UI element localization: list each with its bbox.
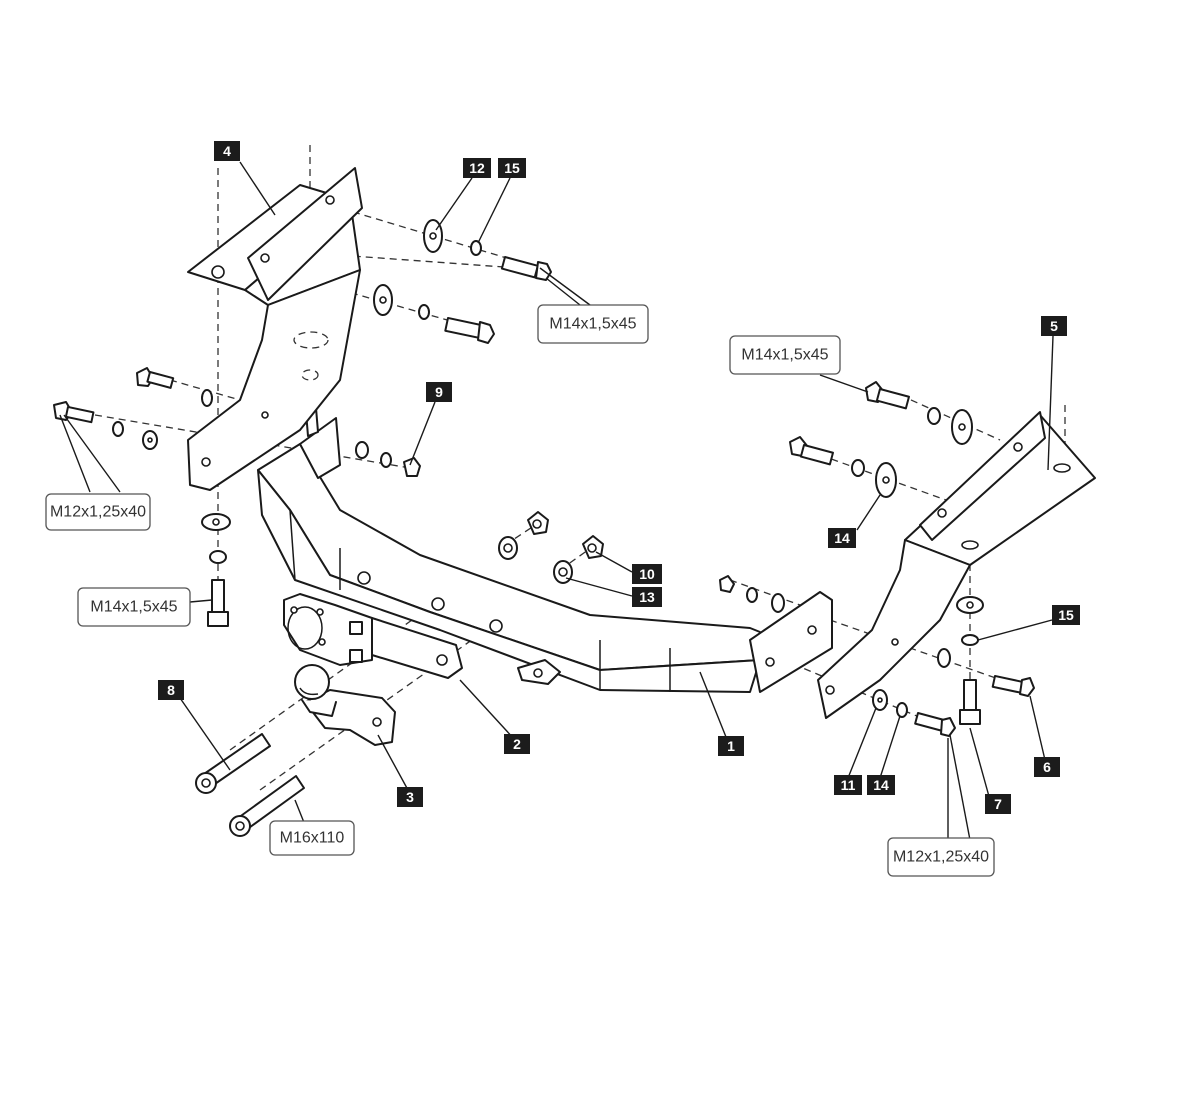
label-part-1: 1 — [718, 736, 744, 756]
svg-text:8: 8 — [167, 682, 175, 698]
bolt-m16-1 — [195, 733, 271, 794]
part-number-labels: 4 12 15 9 5 14 10 13 — [158, 141, 1080, 814]
label-part-11: 11 — [834, 775, 862, 795]
bolt-left-1 — [136, 367, 175, 389]
label-part-6: 6 — [1034, 757, 1060, 777]
label-part-15-right: 15 — [1052, 605, 1080, 625]
label-part-4: 4 — [214, 141, 240, 161]
bolt-spec-labels: M14x1,5x45 M14x1,5x45 M12x1,25x40 M14x1,… — [45, 304, 995, 877]
svg-text:3: 3 — [406, 789, 414, 805]
left-bracket — [187, 167, 363, 491]
svg-text:7: 7 — [994, 796, 1002, 812]
bolt-right-second — [789, 436, 834, 466]
crossbar — [257, 407, 833, 693]
label-part-14-right-upper: 14 — [828, 528, 856, 548]
bolt-m12-right — [914, 712, 956, 737]
socket-plate — [283, 593, 463, 679]
bolt-m14-second — [444, 316, 495, 344]
leader-lines — [59, 161, 1054, 841]
bolt-right-6 — [991, 675, 1035, 697]
svg-text:M14x1,5x45: M14x1,5x45 — [549, 316, 636, 333]
svg-text:15: 15 — [504, 160, 520, 176]
label-part-15-top: 15 — [498, 158, 526, 178]
svg-text:10: 10 — [639, 566, 655, 582]
hardware — [53, 219, 1035, 837]
label-part-9: 9 — [426, 382, 452, 402]
bolt-m14-vertical-left — [207, 579, 229, 627]
svg-text:1: 1 — [727, 738, 735, 754]
svg-text:M14x1,5x45: M14x1,5x45 — [90, 599, 177, 616]
svg-text:M12x1,25x40: M12x1,25x40 — [50, 504, 146, 521]
washer-15 — [470, 240, 482, 256]
svg-text:M16x110: M16x110 — [280, 830, 345, 847]
tow-ball — [294, 664, 396, 746]
label-part-8: 8 — [158, 680, 184, 700]
svg-text:13: 13 — [639, 589, 655, 605]
svg-text:15: 15 — [1058, 607, 1074, 623]
label-part-3: 3 — [397, 787, 423, 807]
svg-text:9: 9 — [435, 384, 443, 400]
bolt-m14-upper-right — [865, 381, 910, 410]
bolt-m12-left — [53, 401, 95, 424]
spec-m14-top-left: M14x1,5x45 — [537, 304, 649, 344]
label-part-12: 12 — [463, 158, 491, 178]
label-part-14-bottom: 14 — [867, 775, 895, 795]
spec-m12-right: M12x1,25x40 — [887, 837, 995, 877]
svg-text:11: 11 — [841, 777, 856, 793]
svg-text:M14x1,5x45: M14x1,5x45 — [741, 347, 828, 364]
svg-text:4: 4 — [223, 143, 231, 159]
label-part-7: 7 — [985, 794, 1011, 814]
spec-m14-top-right: M14x1,5x45 — [729, 335, 841, 375]
svg-text:2: 2 — [513, 736, 521, 752]
label-part-13: 13 — [632, 587, 662, 607]
spec-m12-left: M12x1,25x40 — [45, 493, 151, 531]
bolt-m14-upper — [500, 256, 552, 281]
right-bracket — [817, 411, 1096, 719]
label-part-5: 5 — [1041, 316, 1067, 336]
label-part-10: 10 — [632, 564, 662, 584]
svg-text:14: 14 — [873, 777, 889, 793]
svg-text:6: 6 — [1043, 759, 1051, 775]
bolt-vertical-right — [959, 679, 981, 725]
bolt-m16-2 — [229, 775, 305, 837]
svg-text:14: 14 — [834, 530, 850, 546]
label-part-2: 2 — [504, 734, 530, 754]
spec-m16: M16x110 — [269, 820, 355, 856]
spec-m14-lower-left: M14x1,5x45 — [77, 587, 191, 627]
svg-text:M12x1,25x40: M12x1,25x40 — [893, 849, 989, 866]
svg-text:12: 12 — [469, 160, 485, 176]
svg-text:5: 5 — [1050, 318, 1058, 334]
